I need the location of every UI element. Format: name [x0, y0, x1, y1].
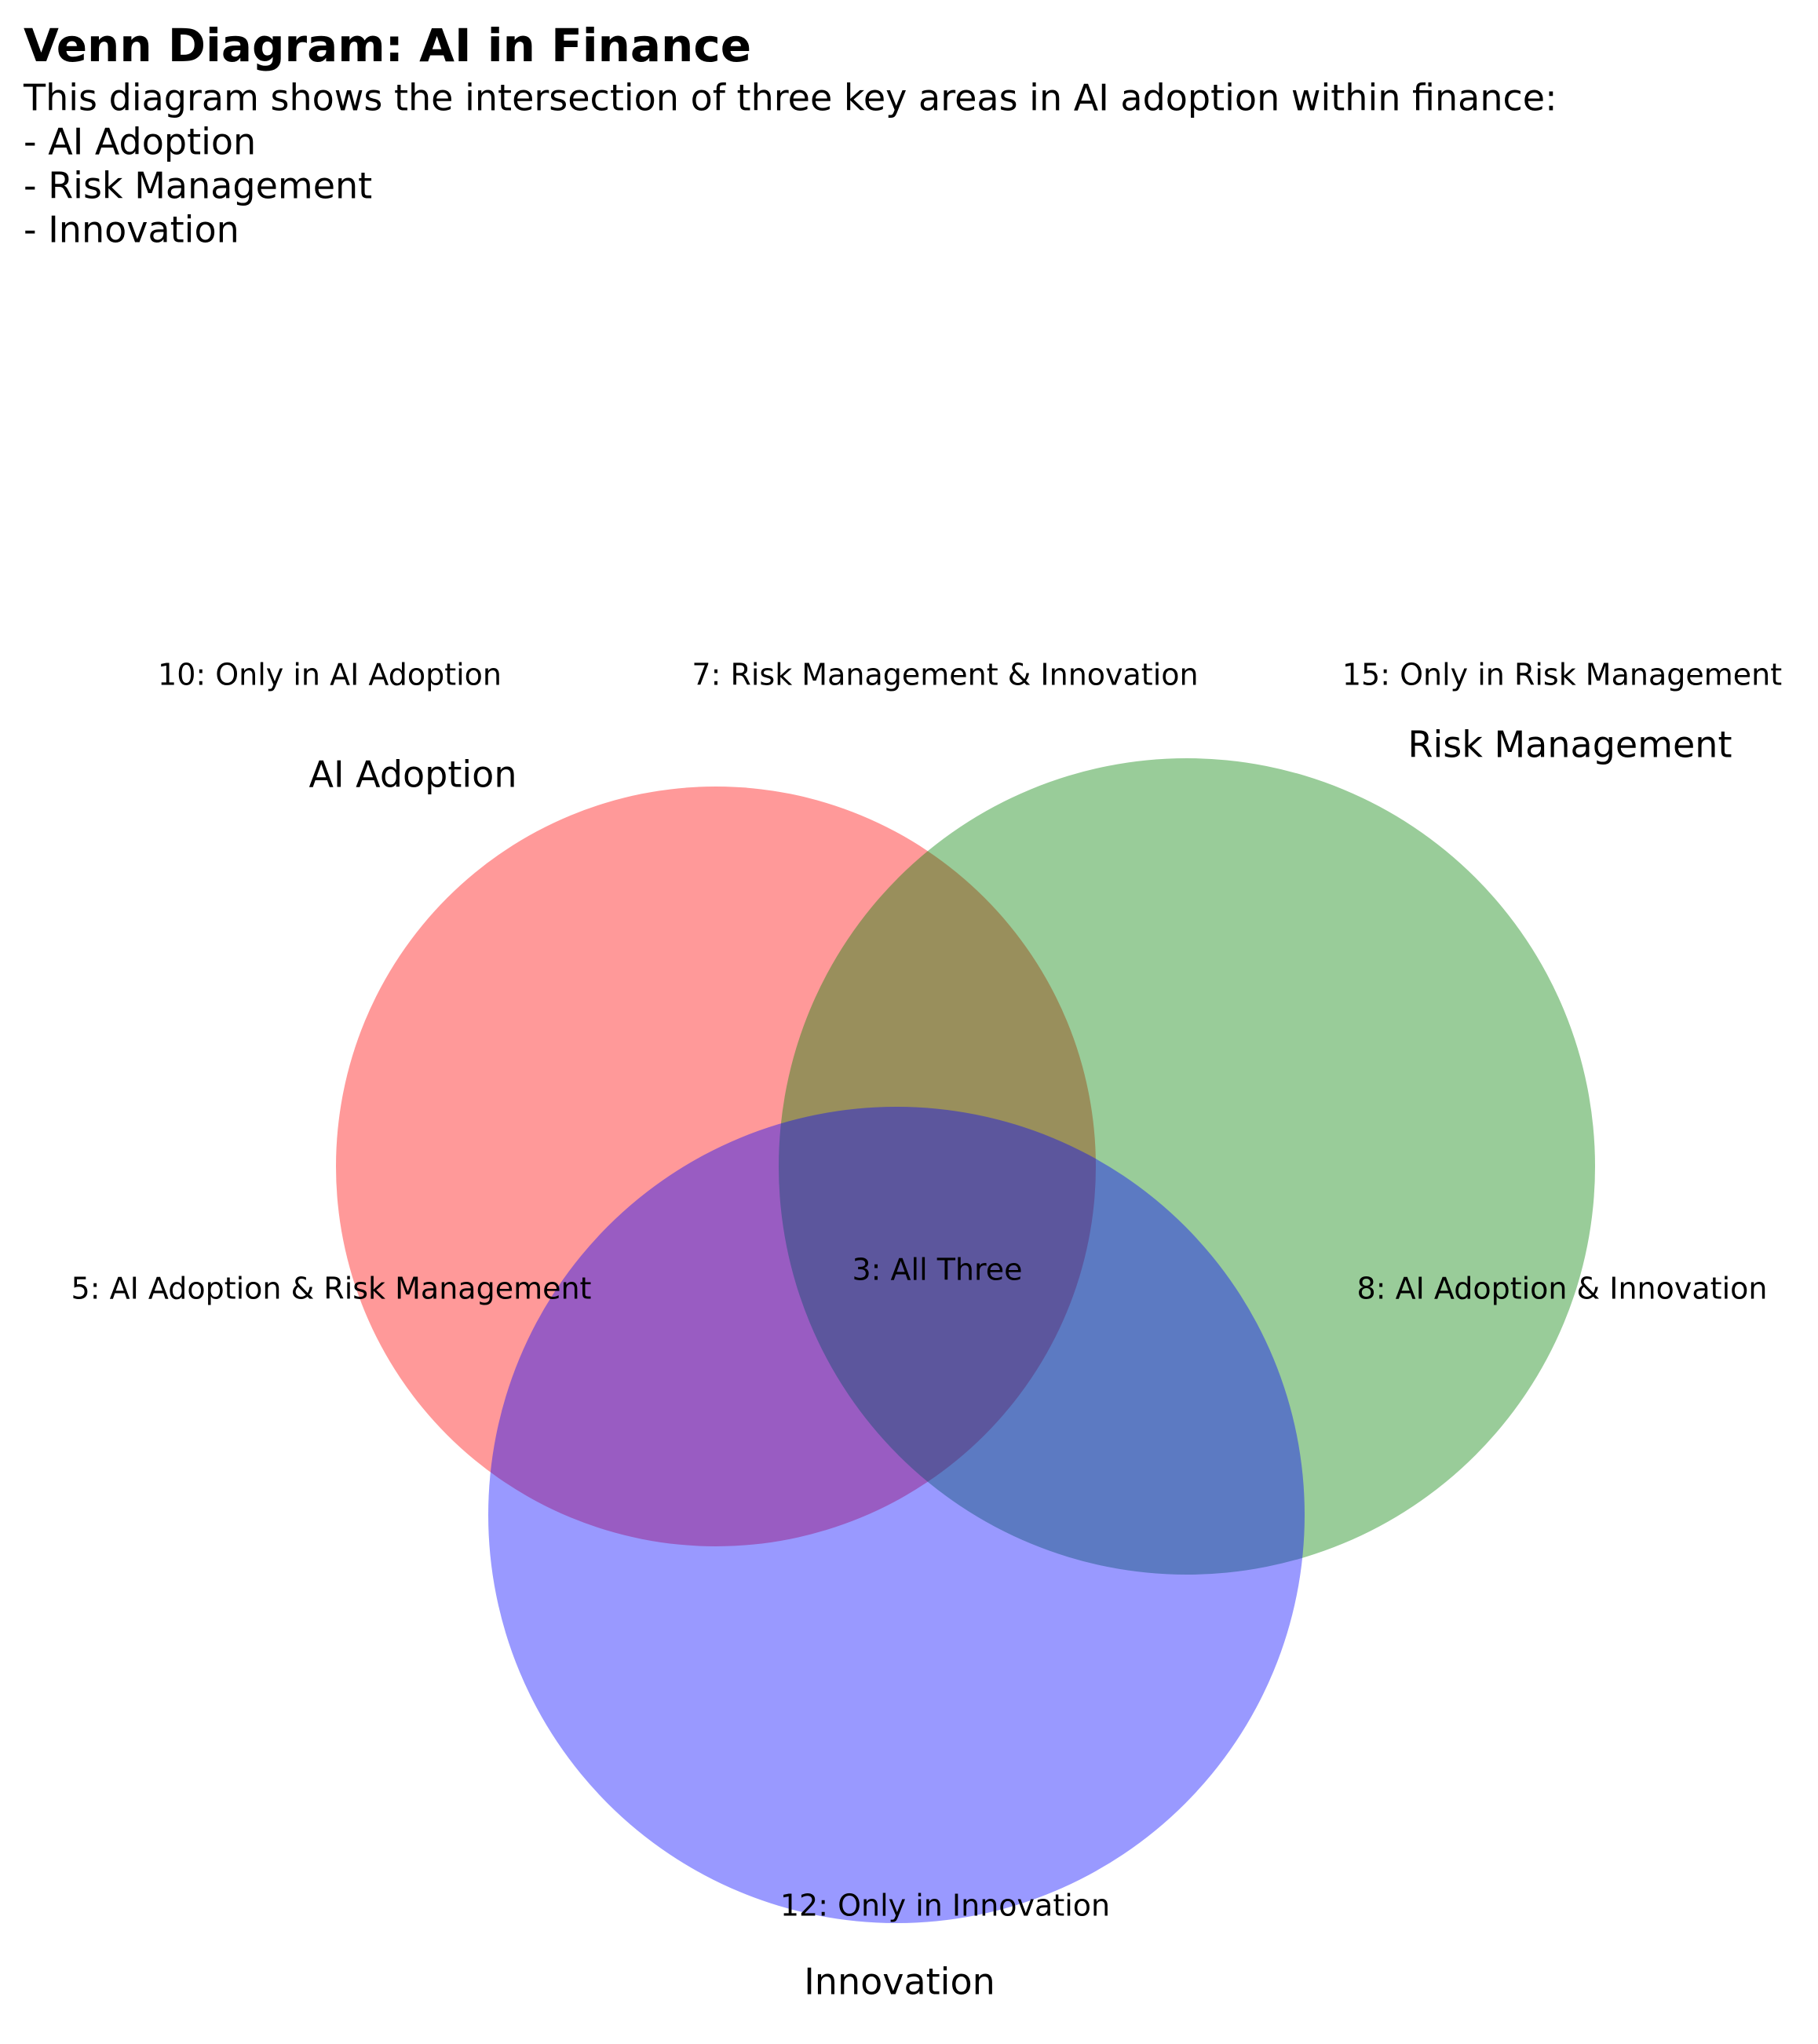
set-label-ai-adoption: AI Adoption [309, 754, 517, 796]
region-label-only-risk-management: 15: Only in Risk Management [1342, 658, 1782, 692]
description-item-ai-adoption: - AI Adoption [24, 120, 256, 162]
description-intro: This diagram shows the intersection of t… [23, 76, 1557, 119]
risk-management-circle [779, 758, 1595, 1575]
region-label-ai-and-innovation: 8: AI Adoption & Innovation [1357, 1272, 1768, 1306]
description-item-innovation: - Innovation [24, 208, 239, 250]
region-label-risk-and-innovation: 7: Risk Management & Innovation [692, 658, 1198, 692]
set-label-risk-management: Risk Management [1408, 724, 1732, 766]
region-label-only-ai-adoption: 10: Only in AI Adoption [158, 658, 502, 692]
innovation-circle [488, 1107, 1305, 1923]
description-item-risk-management: - Risk Management [24, 164, 372, 206]
region-label-all-three: 3: All Three [852, 1253, 1022, 1287]
region-label-ai-and-risk: 5: AI Adoption & Risk Management [71, 1272, 592, 1306]
region-label-only-innovation: 12: Only in Innovation [780, 1889, 1110, 1923]
diagram-title: Venn Diagram: AI in Finance [24, 19, 751, 72]
set-label-innovation: Innovation [804, 1961, 995, 2003]
ai-adoption-circle [336, 787, 1096, 1546]
